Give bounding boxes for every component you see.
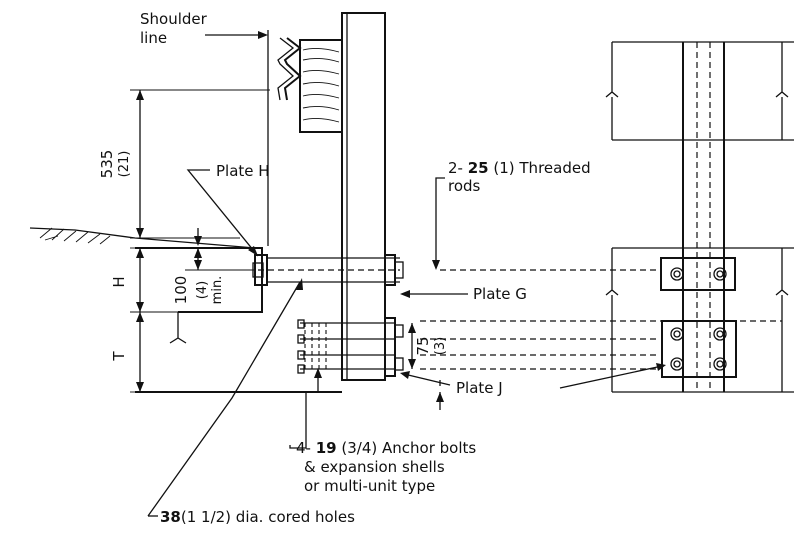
label-shoulder-line-2: line	[140, 29, 167, 47]
break-left-bottom	[605, 248, 619, 392]
label-plate-j: Plate J	[456, 379, 503, 397]
nut-j2	[394, 357, 404, 371]
label-cored-holes: 38(1 1/2) dia. cored holes	[160, 508, 355, 526]
nut-j1	[394, 324, 404, 338]
label-anchor-line1: 4- 19 (3/4) Anchor bolts	[296, 439, 476, 457]
label-threaded-rods-line1: 2- 25 (1) Threaded	[448, 159, 591, 177]
label-dim-535: 535	[98, 150, 116, 179]
label-dim-75-in: (3)	[433, 337, 448, 355]
label-shoulder-line-1: Shoulder	[140, 10, 208, 28]
label-anchor-line2: & expansion shells	[304, 458, 445, 476]
ground-hatch	[39, 227, 111, 245]
label-dim-t: T	[110, 351, 128, 362]
plate-j-elevation	[661, 320, 737, 378]
leaders	[147, 169, 666, 517]
break-left-top	[605, 42, 619, 140]
label-threaded-rods-line2: rods	[448, 177, 481, 195]
shoulder-arrow	[258, 31, 268, 39]
anchor-bolts	[297, 319, 395, 374]
label-dim-100-in: (4)	[195, 281, 210, 299]
label-plate-g: Plate G	[473, 285, 527, 303]
footing-break	[169, 312, 187, 344]
label-dim-535-in: (21)	[117, 151, 132, 178]
rail-beam-back	[277, 37, 295, 101]
section-view	[29, 12, 444, 410]
label-plate-h: Plate H	[216, 162, 270, 180]
steel-post	[341, 12, 386, 381]
label-dim-75: 75	[414, 336, 432, 355]
elevation-view	[420, 41, 794, 393]
plate-j	[384, 317, 396, 377]
nut-g	[394, 261, 404, 279]
ground-line	[29, 227, 256, 249]
break-right-bottom	[775, 248, 789, 392]
label-dim-100: 100	[172, 276, 190, 305]
label-dim-100-min: min.	[210, 276, 225, 305]
plate-g-elevation	[660, 257, 736, 291]
label-anchor-line3: or multi-unit type	[304, 477, 435, 495]
wood-grain	[302, 47, 340, 123]
label-dim-h: H	[110, 276, 128, 287]
break-right-top	[775, 42, 789, 140]
